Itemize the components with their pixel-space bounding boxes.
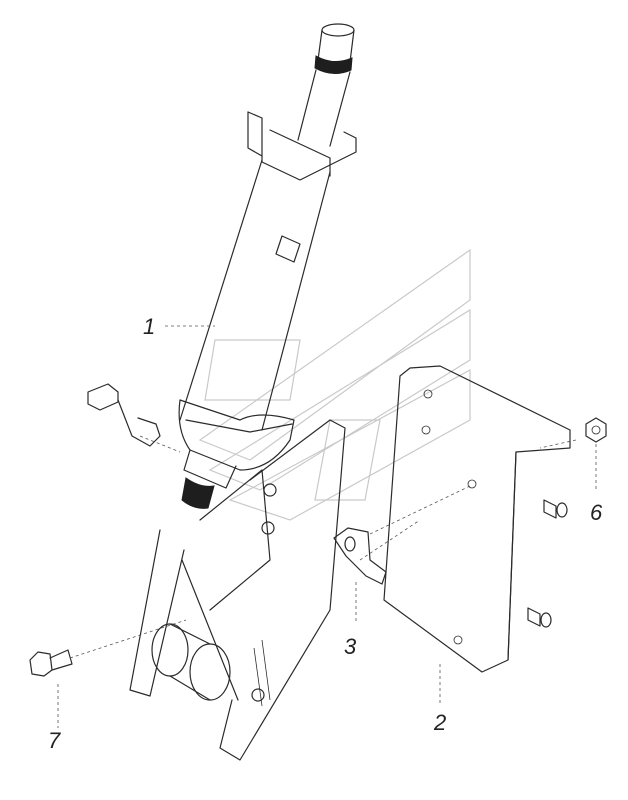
nut-part-6 xyxy=(585,417,607,443)
leader-lines xyxy=(57,325,597,728)
callout-2: 2 xyxy=(434,710,447,735)
callout-1: 1 xyxy=(143,314,156,339)
watermark-logo xyxy=(198,248,471,521)
bracket-plate-part-2 xyxy=(383,365,571,673)
bolt-part-7 xyxy=(29,649,73,677)
clip-part-3 xyxy=(333,527,387,585)
callout-7: 7 xyxy=(48,728,61,753)
steering-column-part-1 xyxy=(87,23,357,761)
callout-3: 3 xyxy=(344,634,357,659)
callout-6: 6 xyxy=(590,500,603,525)
